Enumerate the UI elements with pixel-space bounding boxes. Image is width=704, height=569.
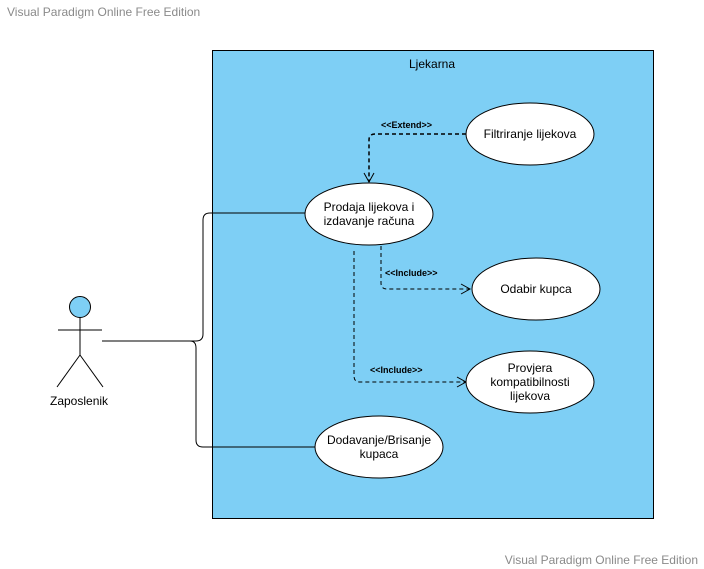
use-case-filtriranje-label: Filtriranje lijekova — [483, 127, 577, 141]
watermark-bottom: Visual Paradigm Online Free Edition — [504, 553, 698, 567]
actor-label: Zaposlenik — [50, 394, 109, 408]
include-label-odabir: <<Include>> — [385, 268, 438, 278]
use-case-provjera-ellipse[interactable] — [465, 350, 595, 414]
watermark-top: Visual Paradigm Online Free Edition — [7, 5, 201, 19]
association-prodaja[interactable] — [102, 212, 306, 342]
extend-label: <<Extend>> — [381, 120, 433, 130]
association-dodavanje[interactable] — [102, 340, 315, 448]
include-arrow-odabir[interactable] — [380, 246, 472, 295]
system-title: Ljekarna — [409, 57, 456, 71]
use-case-dodavanje-ellipse[interactable] — [314, 415, 444, 479]
use-case-odabir-label: Odabir kupca — [500, 282, 572, 296]
use-case-provjera-label: Provjera kompatibilnosti lijekova — [490, 361, 570, 403]
extend-arrow[interactable] — [363, 133, 466, 184]
actor-head-icon — [69, 296, 91, 318]
include-arrow-provjera[interactable] — [353, 251, 468, 388]
use-case-prodaja-ellipse[interactable] — [304, 182, 434, 246]
use-case-dodavanje-label: Dodavanje/Brisanje kupaca — [326, 433, 432, 461]
use-case-filtriranje-ellipse[interactable] — [465, 102, 595, 166]
use-case-odabir-ellipse[interactable] — [471, 257, 601, 321]
include-label-provjera: <<Include>> — [370, 365, 423, 375]
actor-figure[interactable] — [56, 296, 104, 388]
use-case-prodaja-label: Prodaja lijekova i izdavanje računa — [323, 200, 415, 228]
